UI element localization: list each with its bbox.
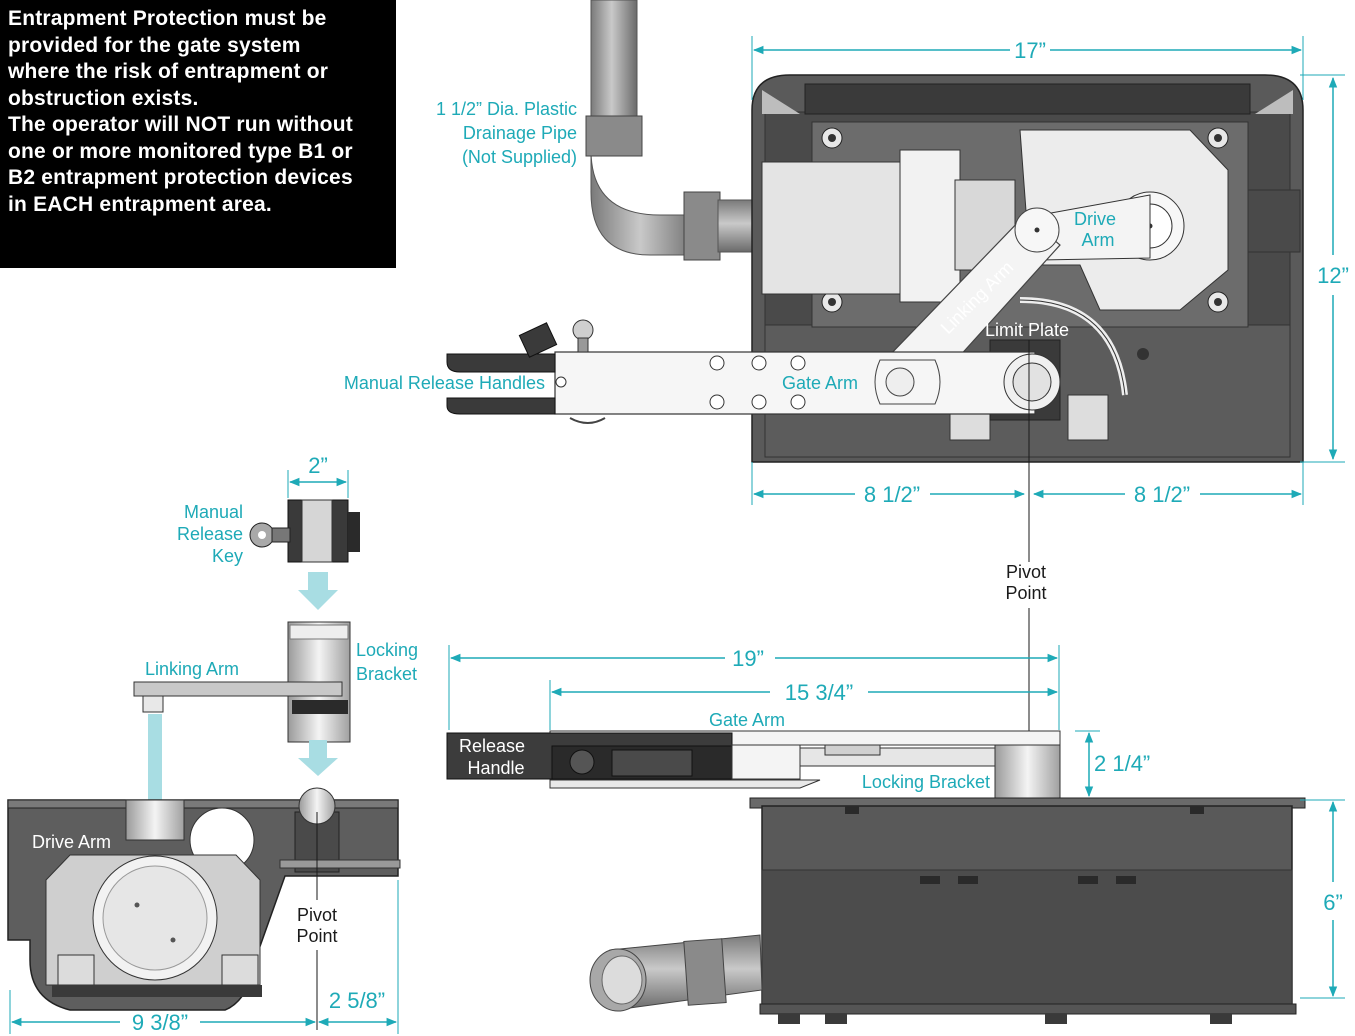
locking-bracket-label: Bracket xyxy=(356,664,417,684)
linking-arm-label-side: Linking Arm xyxy=(145,659,239,679)
pivot-point-label-side: Point xyxy=(296,926,337,946)
pivot-point-label: Pivot xyxy=(1006,562,1046,582)
drainage-pipe xyxy=(585,0,755,261)
pivot-point-label: Point xyxy=(1005,583,1046,603)
limit-plate-label: Limit Plate xyxy=(985,320,1069,340)
entrapment-warning-box: Entrapment Protection must be provided f… xyxy=(0,0,396,268)
release-handle-label: Release xyxy=(459,736,525,756)
drive-arm-label: Arm xyxy=(1082,230,1115,250)
dim-overall-length: 19” xyxy=(732,646,764,671)
drainage-pipe-label: (Not Supplied) xyxy=(462,147,577,167)
dim-arm-length: 15 3/4” xyxy=(785,680,854,705)
dim-half-right: 8 1/2” xyxy=(1134,482,1190,507)
dim-pivot-offset: 2 5/8” xyxy=(329,988,385,1013)
manual-release-key-label: Key xyxy=(212,546,243,566)
drive-arm-label-side: Drive Arm xyxy=(32,832,111,852)
top-view: 1 1/2” Dia. Plastic Drainage Pipe (Not S… xyxy=(344,0,1349,850)
drive-arm-label: Drive xyxy=(1074,209,1116,229)
side-view: 19” 15 3/4” Gate Arm Release Handle Lock… xyxy=(446,645,1345,1024)
exploded-view: 2” Manual Release Key Locking Bracket Li… xyxy=(7,453,418,1035)
warning-line: in EACH entrapment area. xyxy=(8,192,272,216)
warning-line: B2 entrapment protection devices xyxy=(8,166,353,189)
release-handle-label: Handle xyxy=(467,758,524,778)
warning-line: Entrapment Protection must be xyxy=(8,7,327,30)
dim-height-12: 12” xyxy=(1317,263,1349,288)
manual-release-handles-label: Manual Release Handles xyxy=(344,373,545,393)
assembly-arrow-icon xyxy=(298,740,338,776)
pivot-point-label-side: Pivot xyxy=(297,905,337,925)
warning-line: The operator will NOT run without xyxy=(8,113,353,136)
drainage-pipe-label: Drainage Pipe xyxy=(463,123,577,143)
assembly-arrow-icon xyxy=(298,572,338,610)
warning-line: obstruction exists. xyxy=(8,86,199,110)
dim-base-width: 9 3/8” xyxy=(132,1010,188,1035)
manual-release-key-label: Manual xyxy=(184,502,243,522)
gate-arm-label: Gate Arm xyxy=(782,373,858,393)
assembly-arrow-icon xyxy=(136,714,174,822)
dim-half-left: 8 1/2” xyxy=(864,482,920,507)
locking-bracket-label-side: Locking Bracket xyxy=(862,772,990,792)
warning-line: provided for the gate system xyxy=(8,33,301,57)
dim-housing-height: 6” xyxy=(1323,890,1343,915)
manual-release-key-label: Release xyxy=(177,524,243,544)
gate-arm-label-side: Gate Arm xyxy=(709,710,785,730)
warning-line: where the risk of entrapment or xyxy=(8,60,329,83)
warning-line: one or more monitored type B1 or xyxy=(8,139,353,163)
dim-key-width: 2” xyxy=(308,453,328,478)
locking-bracket-label: Locking xyxy=(356,640,418,660)
dim-width-17: 17” xyxy=(1014,38,1046,63)
dim-arm-height: 2 1/4” xyxy=(1094,751,1150,776)
drainage-pipe-label: 1 1/2” Dia. Plastic xyxy=(436,99,577,119)
